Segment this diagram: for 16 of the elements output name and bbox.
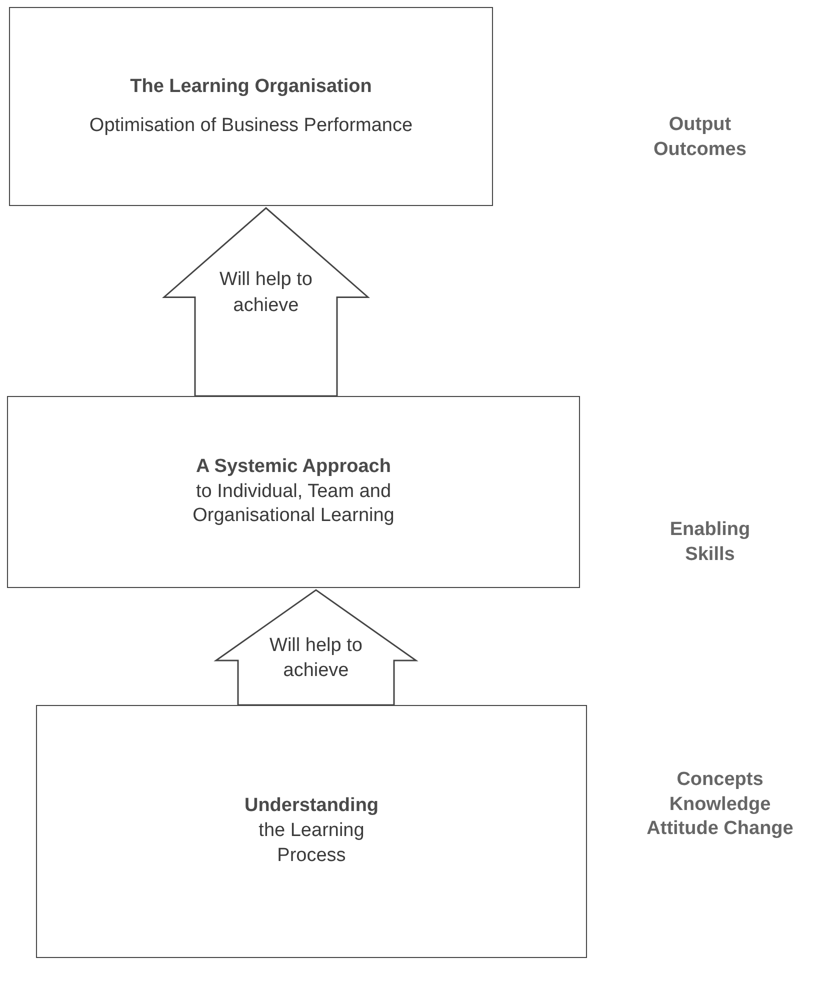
box-heading: Understanding [244,794,379,818]
edge-label: Will help to achieve [218,268,314,318]
process-box [9,7,493,206]
level-label: Concepts Knowledge Attitude Change [646,768,794,842]
edge-label: Will help to achieve [268,634,364,684]
block-arrow [214,589,418,706]
process-box [7,396,580,588]
box-text: Optimisation of Business Performance [89,114,413,138]
process-box [36,705,587,958]
level-label: Output Outcomes [652,113,748,162]
box-heading: The Learning Organisation [130,74,372,99]
level-label: Enabling Skills [668,518,752,567]
box-text: the Learning Process [258,819,366,868]
block-arrow [162,207,370,397]
box-heading: A Systemic Approach [196,454,391,479]
box-text: to Individual, Team and Organisational Learning [192,480,396,528]
